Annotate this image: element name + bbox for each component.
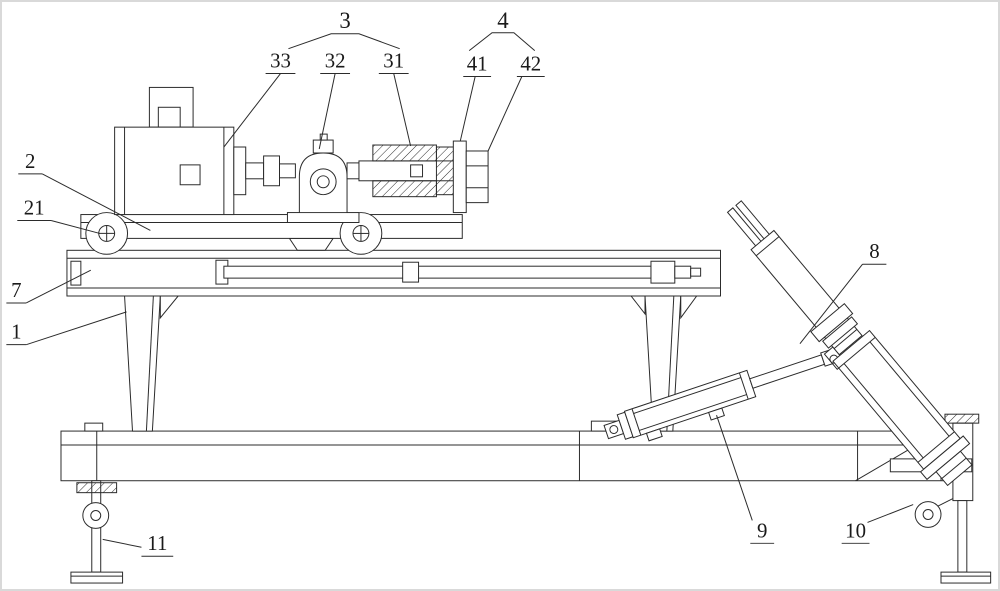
leader-line-1 — [26, 311, 127, 346]
label-part-11: 11 — [147, 531, 167, 555]
tilt-actuator — [726, 200, 973, 487]
base-frame-beam — [60, 422, 973, 482]
leader-line-9 — [716, 415, 753, 521]
label-part-33: 33 — [270, 49, 291, 73]
label-part-2: 2 — [25, 149, 35, 173]
leader-line-10 — [867, 504, 914, 523]
label-part-1: 1 — [11, 320, 21, 344]
leader-line-33 — [223, 73, 281, 148]
label-part-9: 9 — [757, 518, 767, 542]
leader-line-31 — [393, 73, 412, 147]
leader-line-2 — [41, 173, 151, 231]
label-group-3: 3 — [339, 8, 350, 33]
label-part-7: 7 — [11, 278, 21, 302]
coupling-clamp — [358, 144, 459, 198]
label-texts: 3 4 33 32 31 41 42 2 21 7 1 8 9 10 11 — [11, 8, 880, 555]
frame-leg-left — [124, 295, 180, 432]
label-leaders — [6, 32, 914, 557]
carriage-plate — [80, 214, 463, 251]
chuck-disc-group — [452, 140, 489, 214]
leader-line-11 — [102, 538, 142, 548]
leader-line-7 — [26, 269, 92, 304]
label-part-41: 41 — [467, 52, 488, 76]
rail-table — [66, 249, 721, 297]
label-part-10: 10 — [845, 518, 866, 542]
label-part-42: 42 — [520, 52, 541, 76]
label-part-8: 8 — [869, 239, 879, 263]
brace-group-4 — [468, 32, 536, 52]
label-part-32: 32 — [325, 49, 346, 73]
brace-group-3 — [288, 33, 400, 50]
motor — [114, 86, 296, 216]
label-part-21: 21 — [24, 196, 45, 220]
leveling-foot-left — [70, 480, 124, 584]
carriage-wheel-left — [85, 212, 129, 255]
leader-line-41 — [459, 76, 476, 142]
label-part-31: 31 — [383, 49, 404, 73]
leader-line-32 — [318, 73, 336, 150]
label-group-4: 4 — [497, 8, 509, 33]
leader-line-42 — [487, 76, 523, 152]
leader-line-8 — [799, 263, 863, 344]
leader-line-21 — [50, 220, 100, 234]
